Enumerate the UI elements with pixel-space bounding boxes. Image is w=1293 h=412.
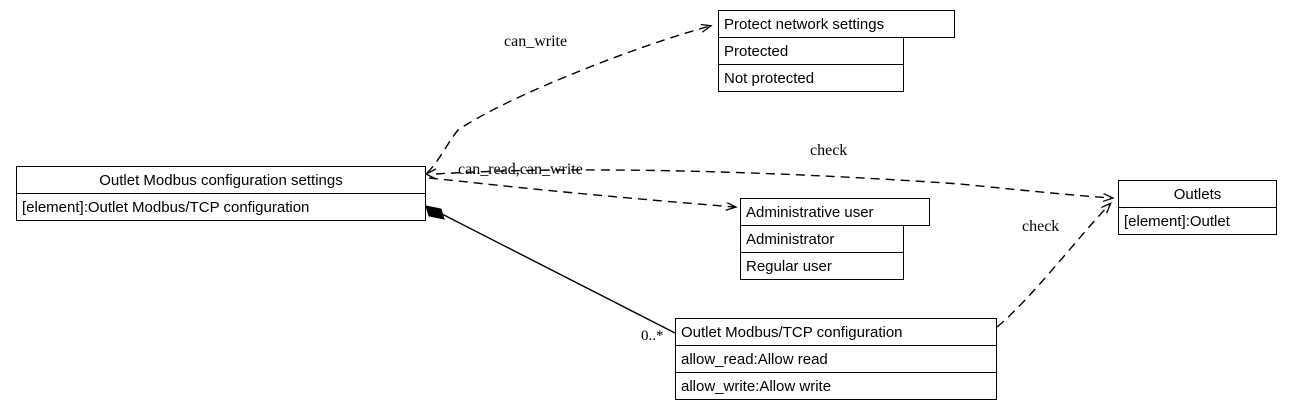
class-row-protected: Protected xyxy=(718,37,904,65)
class-header-outlet-modbus-tcp-configuration: Outlet Modbus/TCP configuration xyxy=(675,318,997,346)
class-header-protect-network-settings: Protect network settings xyxy=(718,10,955,38)
class-box-outlet-modbus-tcp-configuration[interactable]: Outlet Modbus/TCP configuration allow_re… xyxy=(675,318,997,400)
class-box-administrative-user[interactable]: Administrative user Administrator Regula… xyxy=(740,198,930,280)
class-row-element-outlet-modbus-tcp-configuration: [element]:Outlet Modbus/TCP configuratio… xyxy=(16,193,426,221)
class-row-element-outlet: [element]:Outlet xyxy=(1118,207,1277,235)
class-row-administrator: Administrator xyxy=(740,225,904,253)
class-row-not-protected: Not protected xyxy=(718,64,904,92)
edge-label-can-read-can-write: can_read,can_write xyxy=(458,161,583,178)
class-header-outlets: Outlets xyxy=(1118,180,1277,208)
class-row-allow-write: allow_write:Allow write xyxy=(675,372,997,400)
edge-label-can-write: can_write xyxy=(504,33,568,50)
edge-label-check-top: check xyxy=(810,142,848,159)
class-box-outlet-modbus-configuration-settings[interactable]: Outlet Modbus configuration settings [el… xyxy=(16,166,426,221)
edge-can-write xyxy=(426,26,710,174)
edge-composition xyxy=(425,205,676,334)
class-box-protect-network-settings[interactable]: Protect network settings Protected Not p… xyxy=(718,10,955,92)
edge-label-multiplicity: 0..* xyxy=(641,328,664,344)
arrowhead-into-config-settings xyxy=(424,168,437,180)
class-header-administrative-user: Administrative user xyxy=(740,198,930,226)
class-row-regular-user: Regular user xyxy=(740,252,904,280)
edge-label-check-bottom: check xyxy=(1022,218,1060,235)
class-box-outlets[interactable]: Outlets [element]:Outlet xyxy=(1118,180,1277,235)
class-header-outlet-modbus-configuration-settings: Outlet Modbus configuration settings xyxy=(16,166,426,194)
edge-can-read-can-write xyxy=(428,177,735,207)
class-row-allow-read: allow_read:Allow read xyxy=(675,345,997,373)
